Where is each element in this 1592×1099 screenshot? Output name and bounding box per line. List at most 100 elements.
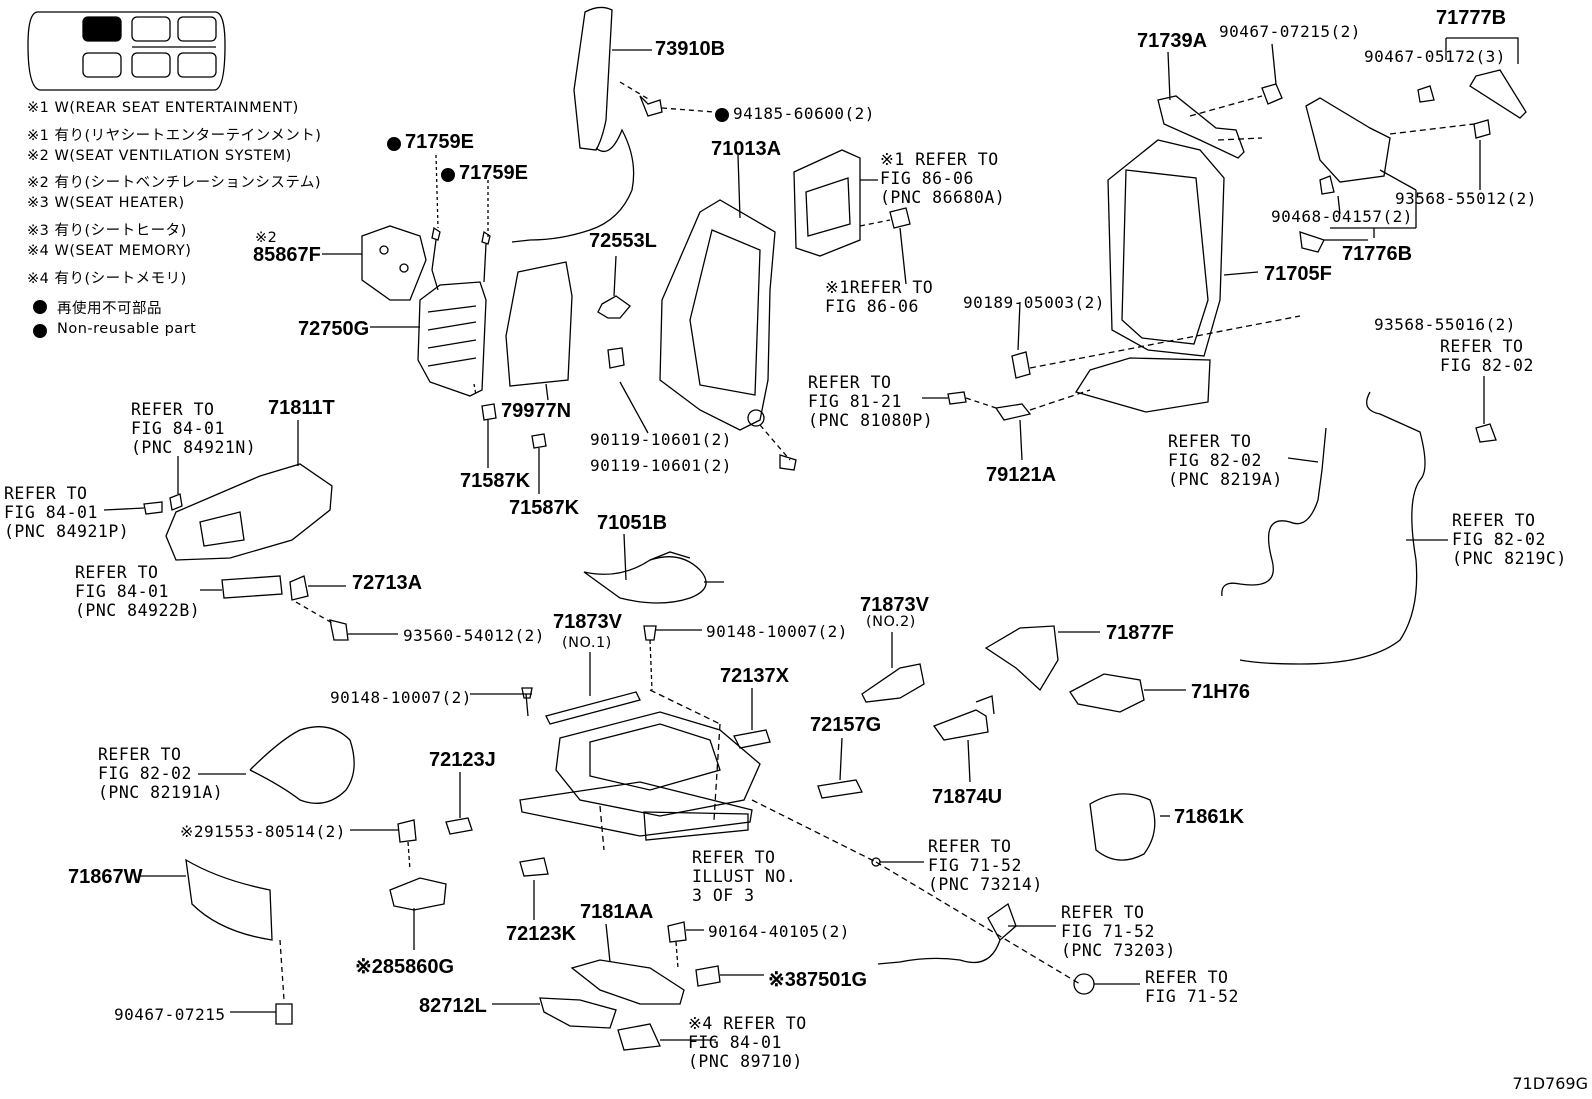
part-label-71867W: 71867W	[68, 866, 143, 888]
part-label-71861K: 71861K	[1174, 806, 1245, 828]
part-label-90189-05003: 90189-05003(2)	[963, 293, 1105, 312]
part-71776B	[1305, 37, 1527, 238]
part-label-85867F-mark: ※2	[255, 230, 278, 246]
part-label-82712L: 82712L	[419, 995, 487, 1017]
refer-line: (PNC 8219C)	[1452, 549, 1567, 568]
legend-note: ※2 有り(シートベンチレーションシステム)	[27, 175, 322, 192]
part-label-72713A: 72713A	[352, 572, 423, 594]
part-label-85860G: ※285860G	[355, 956, 455, 978]
seat-switch-icon	[27, 11, 226, 91]
part-71873V-2	[861, 632, 925, 703]
legend-note: ※3 有り(シートヒータ)	[27, 223, 187, 239]
part-label-90164-40105: 90164-40105(2)	[708, 922, 850, 941]
refer-line: REFER TO	[1168, 432, 1252, 451]
part-label-85867F: 85867F	[253, 244, 321, 266]
part-label-90119-10601-a: 90119-10601(2)	[590, 430, 732, 449]
part-label-91553-80514: ※291553-80514(2)	[180, 822, 346, 841]
part-71051B	[583, 533, 724, 604]
part-72750G	[370, 154, 491, 397]
part-label-90468-04157: 90468-04157(2)	[1271, 207, 1413, 226]
part-71874U	[932, 695, 995, 783]
refer-line: REFER TO	[4, 484, 88, 503]
part-85860G	[350, 819, 447, 950]
refer-line: FIG 84-01	[131, 419, 225, 438]
refer-line: REFER TO	[131, 400, 215, 419]
refer-line: ※4 REFER TO	[688, 1014, 807, 1033]
nonreusable-dot-icon	[33, 324, 47, 338]
legend-note: ※1 W(REAR SEAT ENTERTAINMENT)	[27, 100, 299, 116]
refer-line: FIG 81-21	[808, 392, 902, 411]
refer-line: FIG 71-52	[928, 856, 1022, 875]
part-label-72553L: 72553L	[589, 230, 657, 252]
part-label-71587K-2: 71587K	[509, 497, 580, 519]
part-label-71873V-1: 71873V	[553, 611, 622, 633]
refer-line: FIG 84-01	[75, 582, 169, 601]
part-label-71H76: 71H76	[1191, 681, 1250, 703]
part-72157G	[817, 737, 863, 799]
refer-line: REFER TO	[928, 837, 1012, 856]
nonreusable-dot-icon	[387, 137, 401, 151]
part-71867W	[140, 858, 293, 1025]
refer-line: (PNC 8219A)	[1168, 470, 1283, 489]
refer-line: FIG 82-02	[1452, 530, 1546, 549]
refer-line: FIG 84-01	[688, 1033, 782, 1052]
legend-note: ※1 有り(リヤシートエンターテインメント)	[27, 127, 322, 144]
refer-line: (PNC 89710)	[688, 1052, 803, 1071]
part-label-90119-10601-b: 90119-10601(2)	[590, 456, 732, 475]
refer-line: (PNC 84922B)	[75, 601, 201, 620]
refer-line: REFER TO	[1440, 337, 1524, 356]
part-label-79977N: 79977N	[501, 400, 572, 422]
part-label-71777B: 71777B	[1436, 7, 1507, 29]
refer-line: FIG 82-02	[1168, 451, 1262, 470]
part-label-87501G: ※387501G	[768, 969, 868, 991]
part-label-71759E-1: 71759E	[405, 131, 474, 153]
legend-nonreusable: 再使用不可部品	[57, 301, 162, 317]
part-label-72123J: 72123J	[429, 749, 496, 771]
nonreusable-dot-icon	[441, 168, 455, 182]
refer-line: FIG 82-02	[98, 764, 192, 783]
refer-line: FIG 71-52	[1061, 922, 1155, 941]
part-label-71873V-2-sub: (NO.2)	[866, 614, 916, 630]
harness-8219C	[1239, 376, 1497, 665]
part-72137X	[733, 688, 771, 749]
part-label-71587K-1: 71587K	[460, 470, 531, 492]
part-79121A	[922, 389, 1091, 461]
part-71877F	[984, 625, 1100, 692]
part-label-71873V-1-sub: (NO.1)	[562, 635, 612, 651]
part-label-72750G: 72750G	[298, 318, 370, 340]
legend-nonreusable: Non-reusable part	[57, 321, 197, 337]
refer-line: REFER TO	[75, 563, 159, 582]
part-71811T	[103, 420, 333, 561]
part-label-71776B: 71776B	[1342, 243, 1413, 265]
part-label-71705F: 71705F	[1264, 263, 1332, 285]
refer-line: REFER TO	[1061, 903, 1145, 922]
part-71861K	[1089, 793, 1170, 861]
diagram-id: 71D769G	[1512, 1074, 1588, 1093]
refer-line: (PNC 84921P)	[4, 522, 130, 541]
part-72123K	[519, 857, 549, 920]
part-label-71873V-2: 71873V	[860, 594, 929, 616]
legend-note: ※4 W(SEAT MEMORY)	[27, 242, 192, 259]
part-label-79121A: 79121A	[986, 464, 1057, 486]
refer-line: 3 OF 3	[692, 886, 755, 905]
part-label-90148-10007-b: 90148-10007(2)	[330, 688, 472, 707]
refer-line: ※1 REFER TO	[880, 150, 999, 169]
part-label-71013A: 71013A	[711, 138, 782, 160]
refer-line: (PNC 81080P)	[808, 411, 934, 430]
part-72713A	[200, 575, 398, 641]
part-label-90467-05172: 90467-05172(3)	[1364, 47, 1506, 66]
legend-note: ※4 有り(シートメモリ)	[27, 270, 187, 287]
harness-8219A	[1221, 427, 1327, 597]
refer-line: (PNC 86680A)	[880, 188, 1006, 207]
part-71873V-1	[545, 652, 641, 725]
